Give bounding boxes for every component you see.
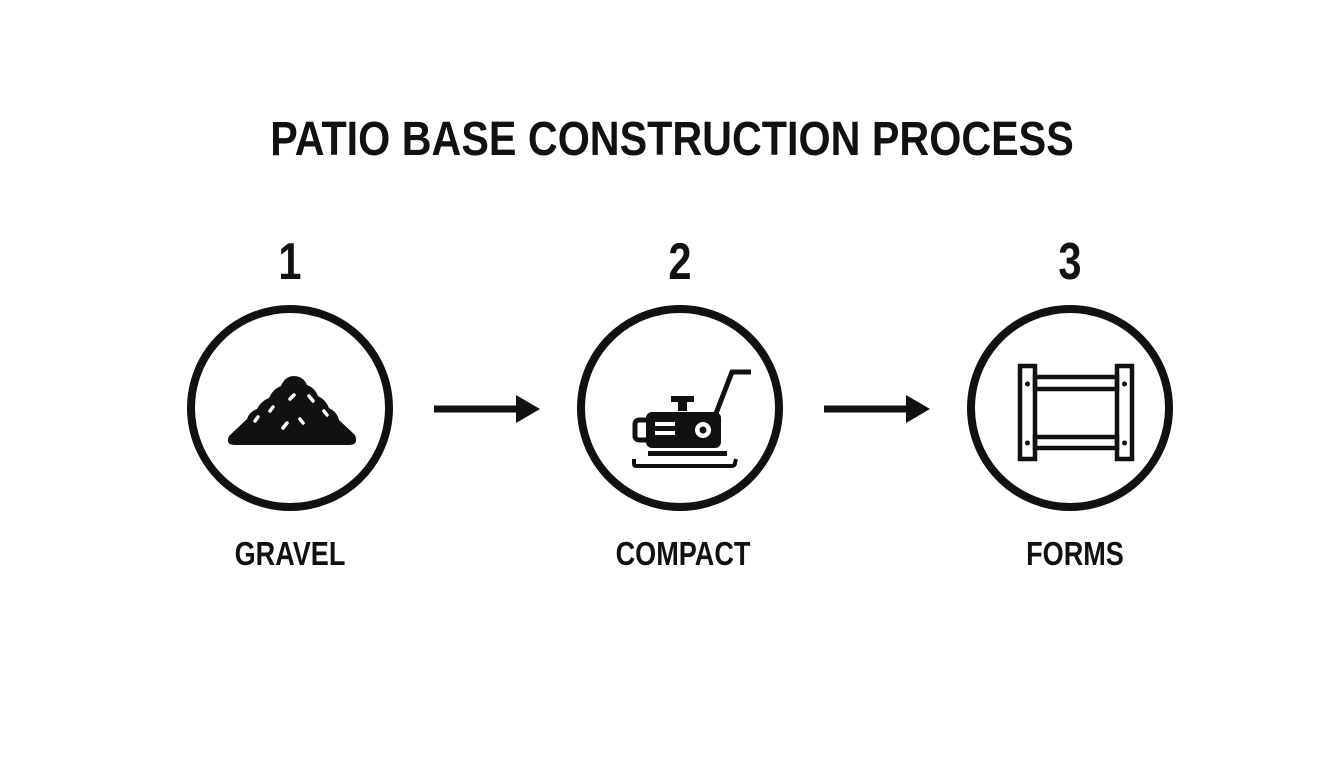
arrow-right-icon [434,395,540,423]
step-label: FORMS [1026,535,1124,572]
gravel-pile-icon [227,376,357,445]
step-circle [577,305,783,511]
step-circle [187,305,393,511]
step-number: 1 [278,233,302,291]
step-circle [967,305,1173,511]
wooden-forms-icon [1017,363,1135,462]
plate-compactor-icon [632,369,751,468]
step-number: 3 [1058,233,1082,291]
step-label: GRAVEL [234,535,346,572]
arrow-right-icon [824,395,930,423]
diagram-title: PATIO BASE CONSTRUCTION PROCESS [270,113,1074,166]
step-number: 2 [668,233,692,291]
step-label: COMPACT [615,535,751,572]
